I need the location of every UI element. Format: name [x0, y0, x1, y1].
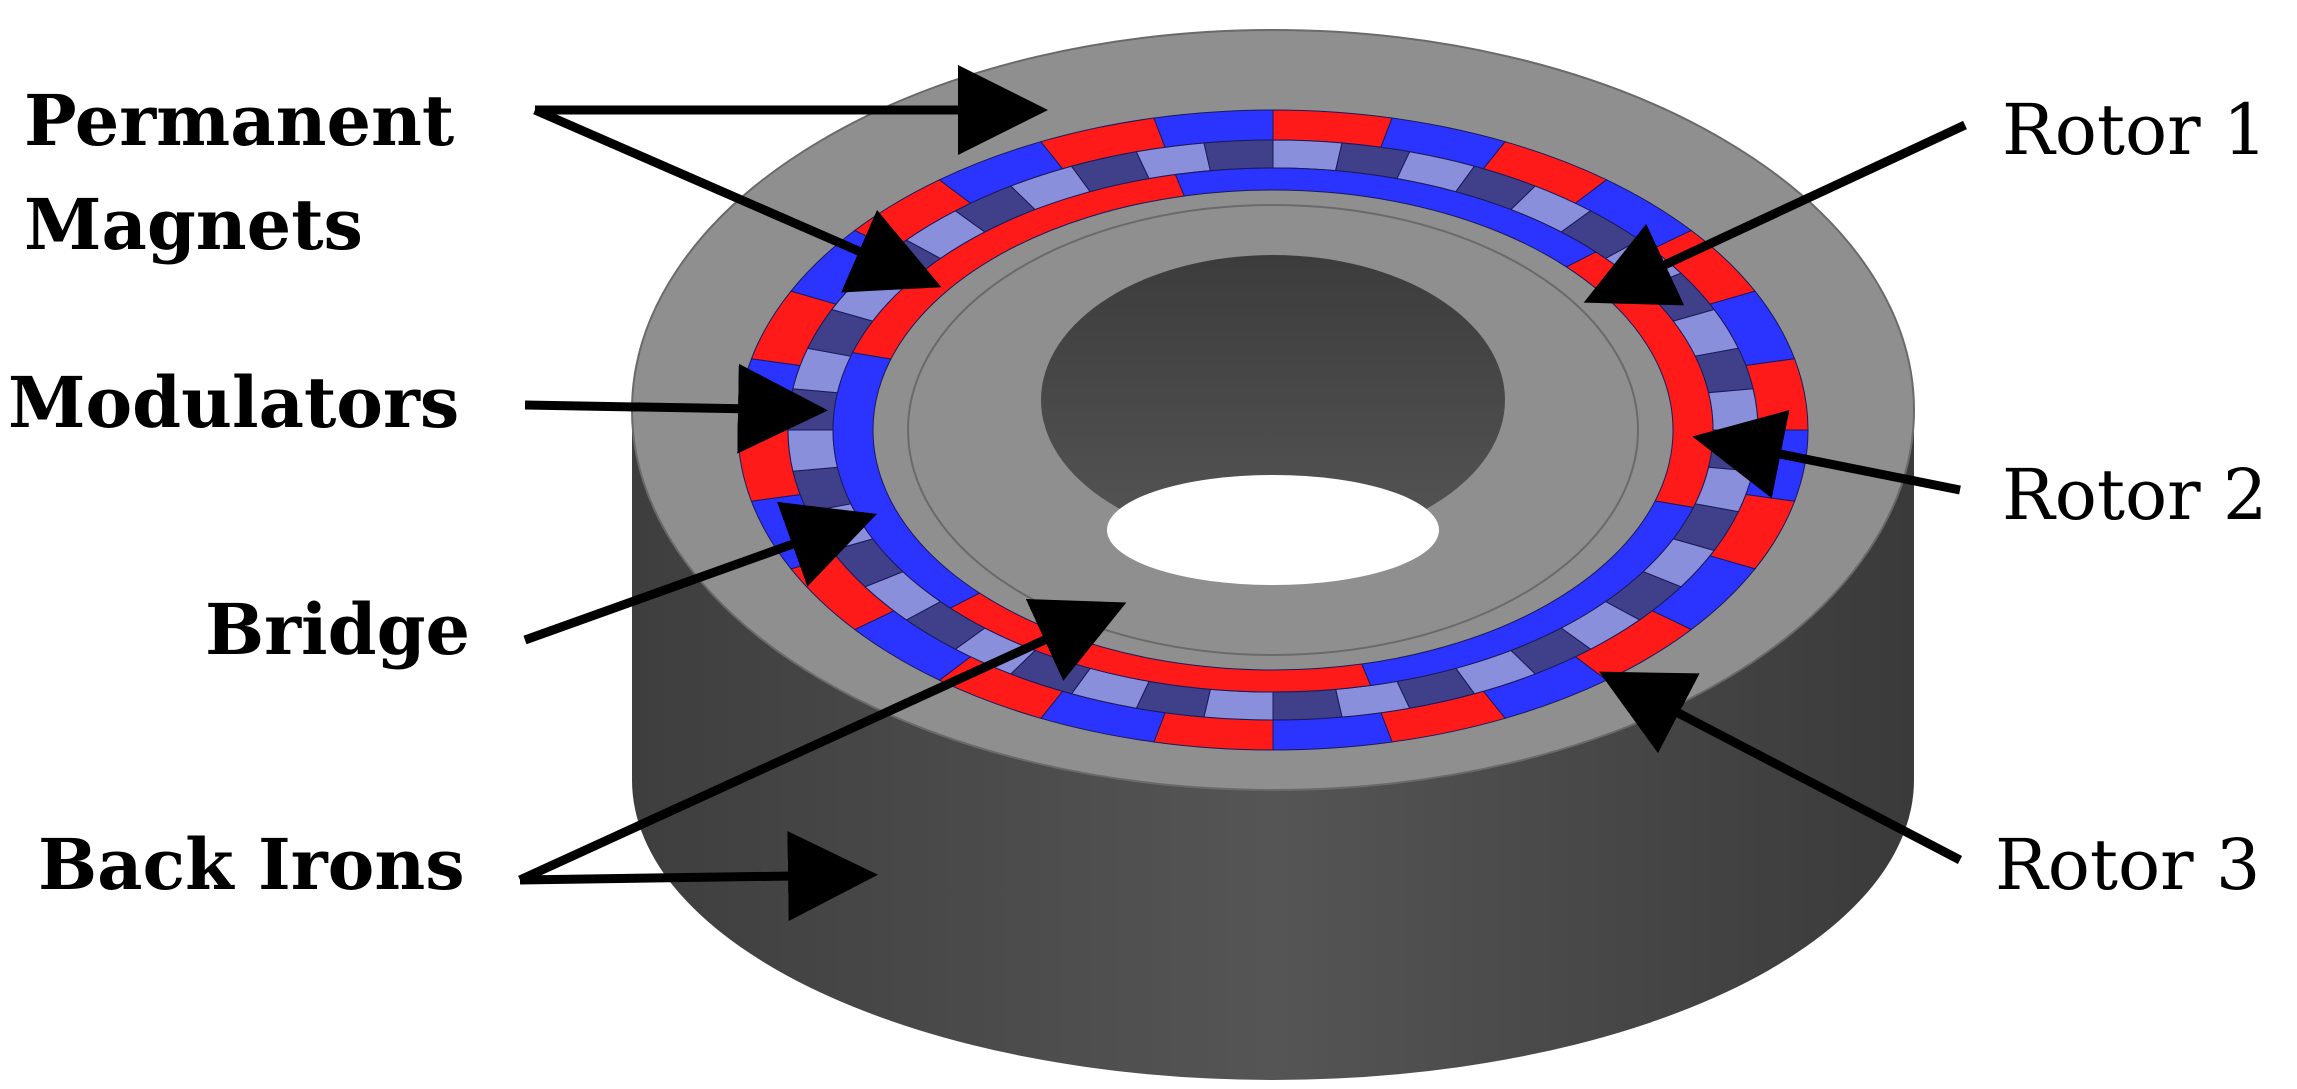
arrow-modulators: [524, 363, 828, 454]
modulator-tooth: [1707, 388, 1759, 431]
inner-magnet-ring: [832, 167, 1714, 693]
label-rotor-3: Rotor 3: [1995, 824, 2261, 906]
label-rotor-2: Rotor 2: [2002, 454, 2268, 536]
modulator-tooth: [1272, 139, 1343, 172]
modulator-tooth: [1203, 688, 1274, 721]
arrow-bridge: [523, 501, 877, 645]
arrow-rotor-3: [1599, 671, 1963, 864]
label-modulators: Modulators: [8, 361, 460, 444]
label-bridge: Bridge: [205, 588, 471, 671]
label-permanent-magnets-2: Magnets: [24, 183, 363, 266]
label-permanent-magnets-1: Permanent: [24, 79, 455, 162]
arrow-rotor-1: [1583, 120, 1967, 306]
arrow-pm-inner: [533, 105, 942, 293]
modulator-tooth: [787, 429, 839, 472]
label-back-irons: Back Irons: [38, 823, 465, 906]
arrow-back-iron-inner: [518, 599, 1127, 885]
label-rotor-1: Rotor 1: [2002, 89, 2268, 171]
arrow-back-iron-outer: [519, 831, 878, 922]
inner-back-iron: [907, 204, 1639, 656]
arrow-rotor-2: [1692, 409, 1961, 499]
arrows: [518, 65, 1967, 922]
modulator-tooth: [1203, 139, 1274, 172]
inner-magnet-segment: [1565, 251, 1714, 508]
modulator-tooth: [1272, 688, 1343, 721]
